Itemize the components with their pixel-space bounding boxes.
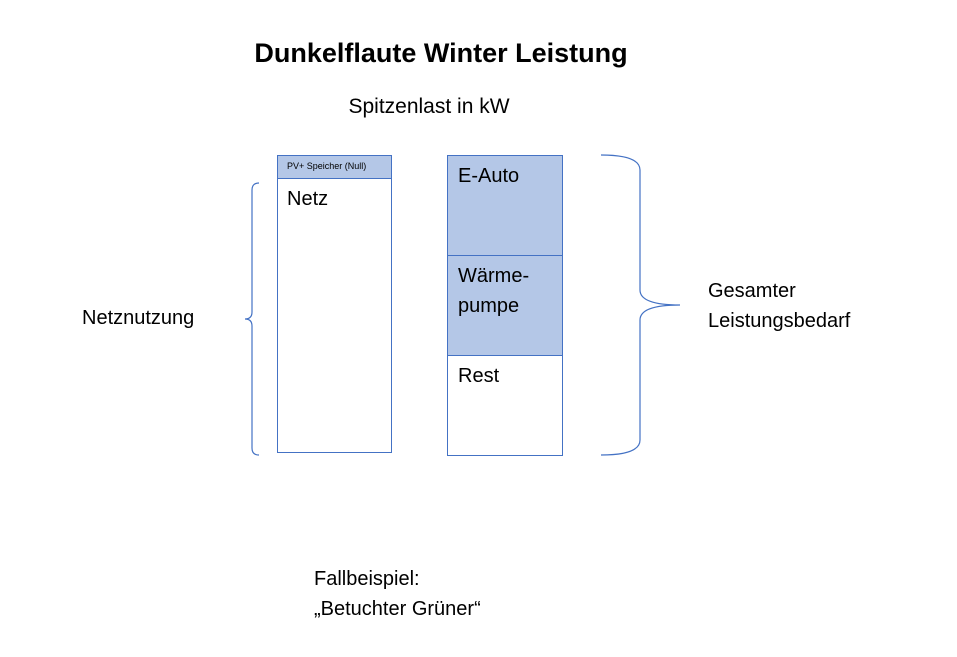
diagram-title: Dunkelflaute Winter Leistung [254,38,628,68]
heat-pump-segment: Wärme- pumpe [447,255,563,356]
grid-usage-label: Netznutzung [82,307,195,329]
heat-pump-label: Wärme- pumpe [458,265,530,317]
diagram-subtitle: Spitzenlast in kW [348,95,510,118]
pv-storage-label: PV+ Speicher (Null) [287,161,367,171]
case-example-name: „Betuchter Grüner“ [314,598,481,620]
left-brace [244,182,260,456]
rest-label: Rest [458,365,500,387]
e-auto-label: E-Auto [458,165,520,187]
case-example-label: Fallbeispiel: [314,568,420,590]
right-brace [600,154,681,456]
total-demand-label: Gesamter Leistungsbedarf [708,280,851,332]
grid-segment: Netz [277,178,392,453]
e-auto-segment: E-Auto [447,155,563,256]
grid-label: Netz [287,188,329,210]
rest-segment: Rest [447,355,563,456]
